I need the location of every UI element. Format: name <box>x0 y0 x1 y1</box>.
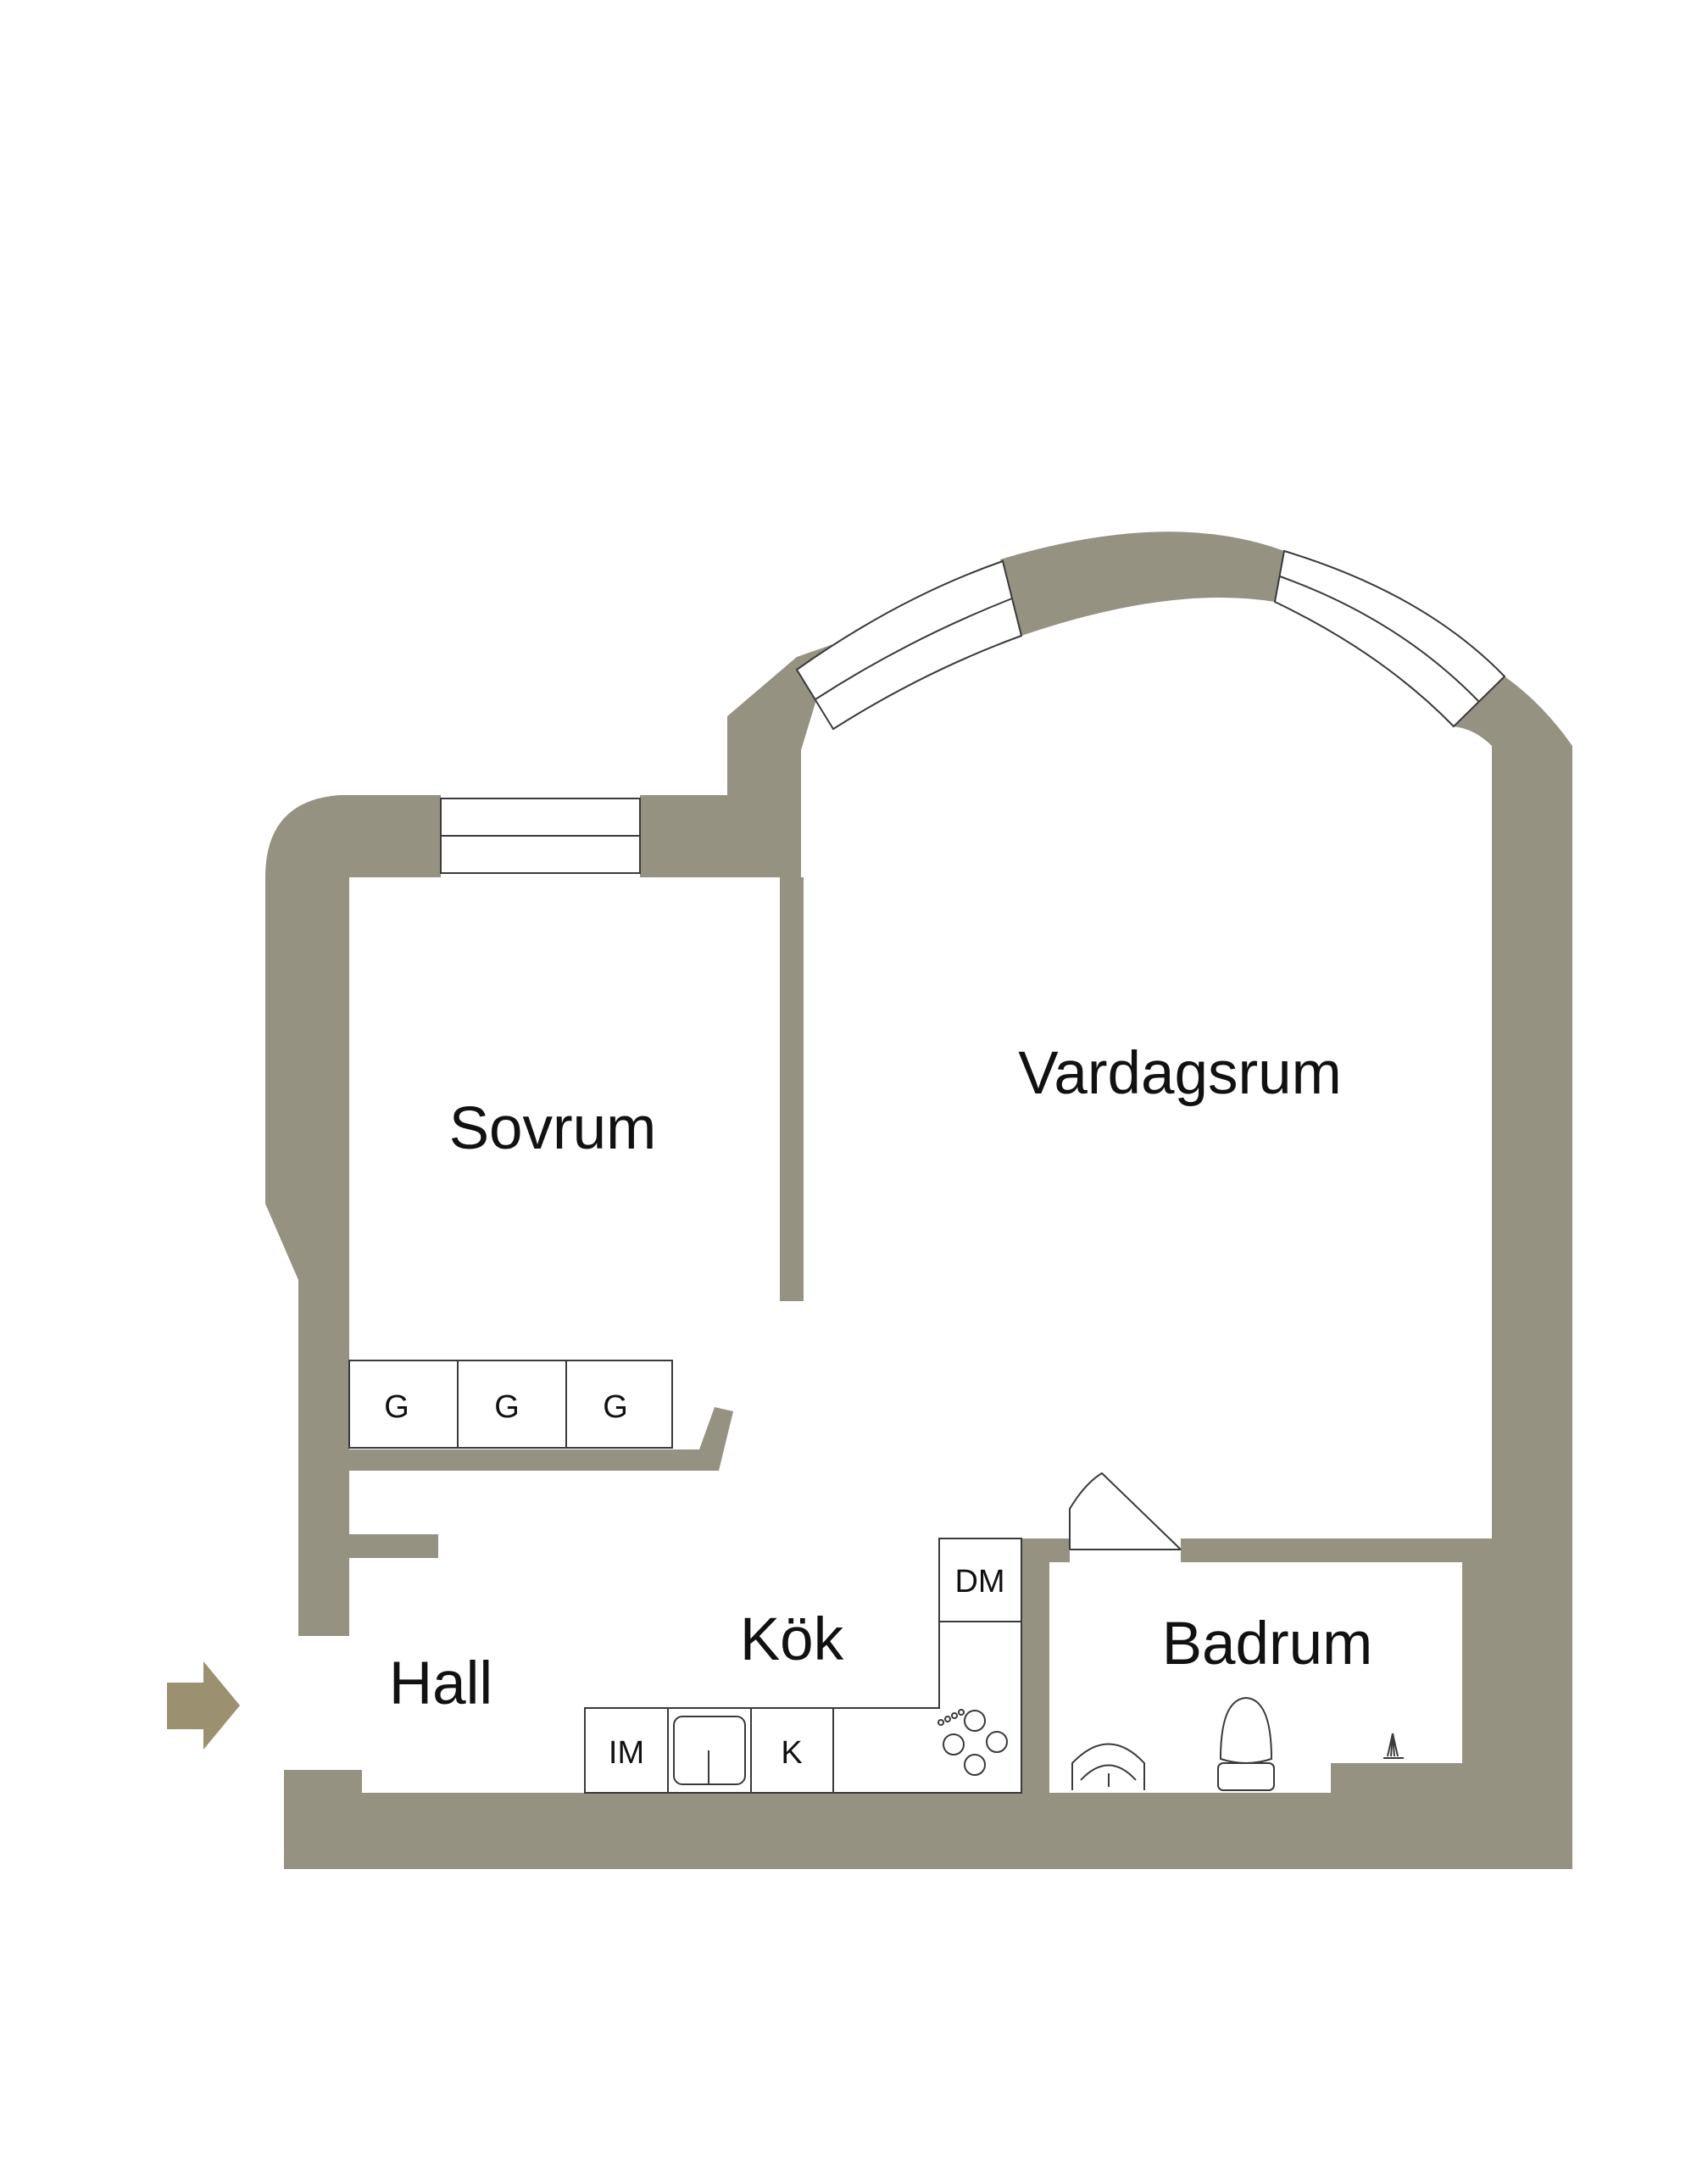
washbasin-icon <box>1071 1743 1145 1790</box>
wall-step <box>727 657 801 877</box>
wall-arc-left <box>797 644 833 877</box>
window-arc-right <box>1273 549 1506 728</box>
wardrobe-unit <box>457 1360 567 1449</box>
wall-bathroom-top <box>1181 1538 1494 1562</box>
dishwasher-label: DM <box>954 1564 1004 1600</box>
wall-hall-stub <box>349 1534 438 1558</box>
wall-bottom <box>284 1793 1572 1869</box>
dishwasher <box>938 1538 1022 1622</box>
fridge <box>750 1707 834 1794</box>
wardrobe-unit <box>565 1360 673 1449</box>
windows <box>440 549 1506 874</box>
wall-bedroom-left <box>265 795 441 1297</box>
room-label-kok: Kök <box>740 1606 844 1673</box>
entrance-arrow-icon <box>167 1661 240 1750</box>
wall-bedroom-top <box>640 795 727 877</box>
room-label-sovrum: Sovrum <box>449 1095 657 1162</box>
kitchen-counter: DM IM K <box>584 1538 1022 1794</box>
wardrobe-label: G <box>494 1389 520 1425</box>
toilet-icon <box>1217 1696 1275 1791</box>
fridge-label: K <box>781 1735 802 1771</box>
wall-bathroom-bump <box>1331 1763 1466 1793</box>
wall-bathroom-left <box>1021 1538 1049 1793</box>
shower-icon <box>1383 1733 1404 1759</box>
wardrobe-label: G <box>384 1389 409 1425</box>
room-label-badrum: Badrum <box>1162 1611 1373 1678</box>
wall-partition <box>780 877 804 1301</box>
room-label-vardagsrum: Vardagsrum <box>1018 1040 1341 1107</box>
walls <box>265 531 1572 1869</box>
stove-icon <box>937 1709 1008 1776</box>
wall-arc-right <box>1454 676 1572 1538</box>
washing-machine-label: IM <box>609 1735 644 1771</box>
counter-corner <box>832 1621 1022 1794</box>
wall-entry-bottom <box>284 1770 362 1795</box>
wardrobe-label: G <box>603 1389 628 1425</box>
wall-wardrobe-ledge <box>349 1407 733 1471</box>
wall-hall-left <box>298 1297 349 1636</box>
room-label-hall: Hall <box>389 1650 492 1717</box>
bathroom-door <box>1069 1472 1182 1550</box>
wardrobe: G G G <box>348 1360 673 1449</box>
wall-arc-middle <box>1000 531 1284 636</box>
